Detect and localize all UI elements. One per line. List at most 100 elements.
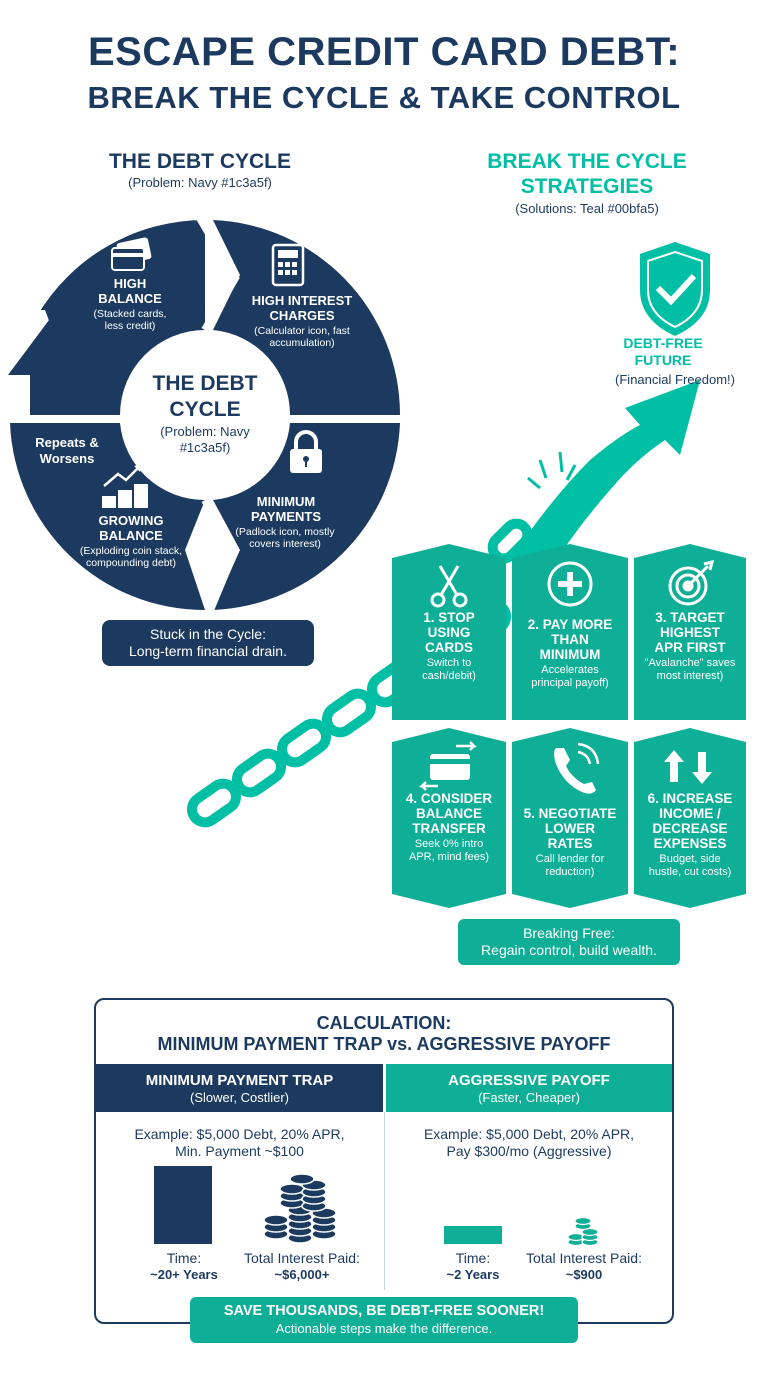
card-title: USING bbox=[427, 625, 471, 640]
up-down-arrows-icon bbox=[664, 750, 712, 784]
strategy-card-3 bbox=[634, 544, 746, 720]
strategy-card-1 bbox=[392, 544, 506, 720]
large-coin-stack-icon bbox=[263, 1173, 337, 1244]
right-column-header bbox=[386, 1064, 672, 1112]
save-banner: SAVE THOUSANDS, BE DEBT-FREE SOONER! Act… bbox=[190, 1297, 578, 1343]
left-time-bar bbox=[154, 1166, 212, 1244]
right-head: AGGRESSIVE PAYOFF bbox=[448, 1072, 610, 1089]
center-sub: #1c3a5f) bbox=[179, 440, 231, 455]
card-desc: most interest) bbox=[656, 670, 724, 682]
right-time-bar bbox=[444, 1226, 502, 1244]
left-time-label: Time: bbox=[166, 1250, 202, 1266]
card-title: EXPENSES bbox=[653, 836, 727, 851]
calc-title-2: MINIMUM PAYMENT TRAP vs. AGGRESSIVE PAYO… bbox=[157, 1034, 611, 1054]
card-desc: Accelerates bbox=[541, 664, 599, 676]
card-desc: Switch to bbox=[426, 657, 472, 669]
main-title-line-1: ESCAPE CREDIT CARD DEBT: bbox=[87, 30, 681, 74]
stuck-line-2: Long-term financial drain. bbox=[129, 643, 287, 659]
segment-desc: compounding debt) bbox=[86, 557, 176, 569]
card-title: MINIMUM bbox=[539, 647, 601, 662]
card-title: 1. STOP bbox=[423, 610, 475, 625]
card-title: HIGHEST bbox=[659, 625, 720, 640]
segment-growing-balance bbox=[10, 423, 205, 610]
right-interest-label: Total Interest Paid: bbox=[526, 1250, 642, 1266]
left-example-1: Example: $5,000 Debt, 20% APR, bbox=[134, 1126, 345, 1142]
padlock-icon bbox=[290, 430, 322, 473]
segment-desc: (Padlock icon, mostly bbox=[235, 526, 335, 538]
left-head: MINIMUM PAYMENT TRAP bbox=[145, 1072, 334, 1089]
card-desc: Seek 0% intro bbox=[414, 838, 484, 850]
strategy-card-4 bbox=[392, 728, 506, 908]
left-sub: (Slower, Costlier) bbox=[190, 1090, 289, 1105]
phone-icon bbox=[554, 742, 600, 794]
card-title: 4. CONSIDER bbox=[405, 791, 493, 806]
strategies-heading-1: BREAK THE CYCLE bbox=[487, 150, 687, 173]
card-transfer-icon bbox=[418, 741, 478, 791]
left-interest-value: ~$6,000+ bbox=[274, 1267, 330, 1282]
segment-minimum-payments bbox=[213, 423, 400, 610]
center-sub: (Problem: Navy bbox=[160, 424, 250, 439]
card-title: 2. PAY MORE bbox=[527, 617, 613, 632]
segment-desc: (Calculator icon, fast bbox=[254, 325, 350, 337]
segment-label: PAYMENTS bbox=[250, 509, 322, 524]
card-desc: reduction) bbox=[545, 866, 595, 878]
growth-arrow-icon bbox=[510, 380, 700, 570]
card-desc: Call lender for bbox=[535, 853, 605, 865]
strategy-card-5 bbox=[512, 728, 628, 908]
card-desc: hustle, cut costs) bbox=[648, 866, 732, 878]
banner-line-2: Actionable steps make the difference. bbox=[275, 1321, 493, 1336]
card-title: TRANSFER bbox=[412, 821, 486, 836]
main-title-line-2: BREAK THE CYCLE & TAKE CONTROL bbox=[87, 80, 681, 115]
debt-cycle-subheading: (Problem: Navy #1c3a5f) bbox=[128, 175, 272, 190]
strategy-card-6 bbox=[634, 728, 746, 908]
segment-label: MINIMUM bbox=[256, 494, 316, 509]
segment-desc: (Exploding coin stack, bbox=[79, 545, 183, 557]
strategy-card-2 bbox=[512, 544, 628, 720]
calc-title-1: CALCULATION: bbox=[316, 1013, 452, 1033]
card-desc: "Avalanche" saves bbox=[644, 657, 736, 669]
future-sub: (Financial Freedom!) bbox=[615, 372, 735, 387]
segment-label: HIGH INTEREST bbox=[251, 293, 353, 308]
right-example-2: Pay $300/mo (Aggressive) bbox=[446, 1143, 612, 1159]
left-interest-label: Total Interest Paid: bbox=[244, 1250, 360, 1266]
segment-desc: accumulation) bbox=[269, 337, 335, 349]
segment-desc: (Stacked cards, bbox=[93, 308, 167, 320]
repeats-label: Repeats & bbox=[35, 435, 99, 450]
segment-label: GROWING bbox=[98, 513, 164, 528]
segment-label: CHARGES bbox=[269, 308, 335, 323]
plus-icon bbox=[547, 561, 593, 607]
debt-cycle-wheel bbox=[0, 215, 400, 610]
break-sparks-icon bbox=[527, 451, 577, 490]
card-title: 5. NEGOTIATE bbox=[523, 806, 617, 821]
stuck-box: Stuck in the Cycle: Long-term financial … bbox=[102, 620, 314, 666]
strategies-heading-2: STRATEGIES bbox=[520, 175, 654, 198]
card-title: THAN bbox=[551, 632, 589, 647]
left-time-value: ~20+ Years bbox=[150, 1267, 218, 1282]
small-coin-stack-icon bbox=[567, 1216, 599, 1247]
repeats-label: Worsens bbox=[39, 451, 95, 466]
card-title: DECREASE bbox=[652, 821, 728, 836]
debt-cycle-heading: THE DEBT CYCLE bbox=[108, 150, 291, 173]
column-divider bbox=[384, 1112, 385, 1290]
center-title: THE DEBT bbox=[152, 372, 258, 395]
segment-label: HIGH bbox=[113, 276, 147, 291]
segment-high-interest bbox=[213, 220, 400, 415]
right-interest-value: ~$900 bbox=[565, 1267, 603, 1282]
card-title: CARDS bbox=[424, 640, 473, 655]
future-line-1: DEBT-FREE bbox=[623, 335, 703, 351]
right-time-value: ~2 Years bbox=[446, 1267, 500, 1282]
card-title: LOWER bbox=[544, 821, 596, 836]
target-icon bbox=[668, 559, 715, 606]
card-title: INCOME / bbox=[659, 806, 721, 821]
banner-line-1: SAVE THOUSANDS, BE DEBT-FREE SOONER! bbox=[223, 1303, 545, 1319]
stuck-line-1: Stuck in the Cycle: bbox=[150, 626, 266, 642]
card-title: 6. INCREASE bbox=[647, 791, 733, 806]
breaking-line-1: Breaking Free: bbox=[523, 925, 615, 941]
segment-desc: less credit) bbox=[104, 320, 156, 332]
segment-label: BALANCE bbox=[98, 291, 162, 306]
right-time-label: Time: bbox=[455, 1250, 491, 1266]
shield-check-icon bbox=[640, 242, 710, 336]
card-desc: Budget, side bbox=[659, 853, 721, 865]
right-example-1: Example: $5,000 Debt, 20% APR, bbox=[423, 1126, 635, 1142]
breaking-free-box: Breaking Free: Regain control, build wea… bbox=[458, 919, 680, 965]
